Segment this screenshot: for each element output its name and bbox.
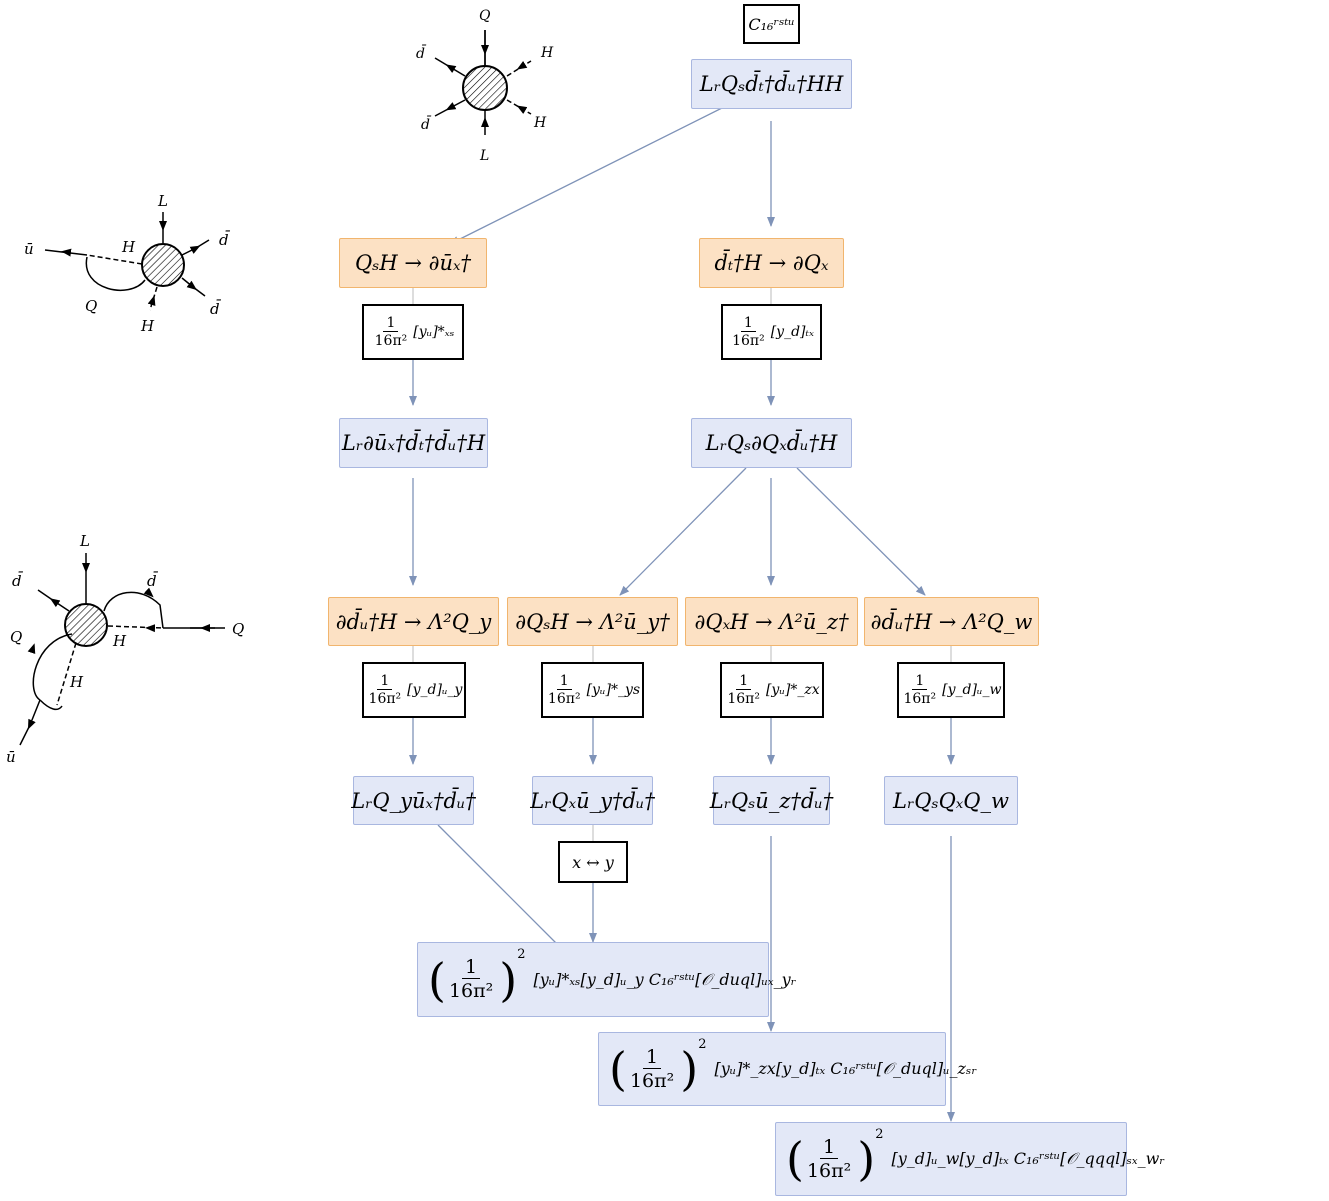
operator-right-2: LᵣQₛ∂Qₓd̄ᵤ†H: [691, 418, 852, 468]
operator-left-2: Lᵣ∂ūₓ†d̄ₜ†d̄ᵤ†H: [339, 418, 488, 468]
rule-3-2: ∂QₛH → Λ²ū_y†: [507, 597, 678, 646]
d3-h-inner-label: H: [112, 632, 127, 650]
feynman-diagram-2: [44, 212, 210, 311]
d2-right-bottom-label: d̄: [210, 300, 221, 318]
arrow-l2-right-c: [796, 467, 926, 596]
top-operator: LᵣQₛd̄ₜ†d̄ᵤ†HH: [691, 59, 852, 109]
rule-3-1: ∂d̄ᵤ†H → Λ²Q_y: [328, 597, 499, 646]
d3-q-right-label: Q: [232, 620, 244, 638]
d3-q-left-label: Q: [10, 628, 22, 646]
d1-left-bottom-label: d̄: [421, 115, 432, 133]
d2-h-inner-label: H: [121, 238, 136, 256]
feynman-diagram-1: [434, 30, 532, 135]
arrow-top-to-left: [449, 99, 739, 245]
d3-d-left-label: d̄: [12, 572, 23, 590]
arrow-l4-1-to-r1: [437, 824, 566, 953]
d1-bottom-label: L: [479, 148, 489, 164]
operator-4-4: LᵣQₛQₓQ_w: [884, 776, 1018, 825]
rule-right-1: d̄ₜ†H → ∂Qₓ: [699, 238, 844, 288]
d1-top-label: Q: [479, 8, 491, 24]
d3-top-label: L: [79, 532, 90, 550]
operator-4-1: LᵣQ_yūₓ†d̄ᵤ†: [351, 776, 476, 825]
d1-right-bottom-label: H: [533, 115, 547, 131]
d1-right-top-label: H: [540, 45, 554, 61]
d2-left-label: ū: [24, 240, 34, 258]
d2-bottom-label: H: [140, 317, 155, 335]
rule-3-4: ∂d̄ᵤ†H → Λ²Q_w: [864, 597, 1039, 646]
swap-label: x ↔ y: [558, 841, 628, 883]
d2-right-top-label: d̄: [219, 231, 230, 249]
feynman-diagram-3: [19, 553, 225, 746]
coefficient-box: C₁₆ʳˢᵗᵘ: [743, 4, 800, 44]
d3-u-bottom-label: ū: [6, 748, 16, 766]
operator-4-3: LᵣQₛū_z†d̄ᵤ†: [710, 776, 833, 825]
arrow-l2-right-a: [619, 467, 747, 596]
d2-top-label: L: [157, 192, 168, 210]
rule-3-3: ∂QₓH → Λ²ū_z†: [685, 597, 858, 646]
d2-q-loop-label: Q: [85, 297, 97, 315]
d1-left-top-label: d̄: [416, 44, 427, 62]
d3-d-right-label: d̄: [147, 572, 158, 590]
rule-left-1: QₛH → ∂ūₓ†: [339, 238, 487, 288]
d3-h-lower-label: H: [69, 673, 84, 691]
operator-4-2: LᵣQₓū_y†d̄ᵤ†: [530, 776, 655, 825]
